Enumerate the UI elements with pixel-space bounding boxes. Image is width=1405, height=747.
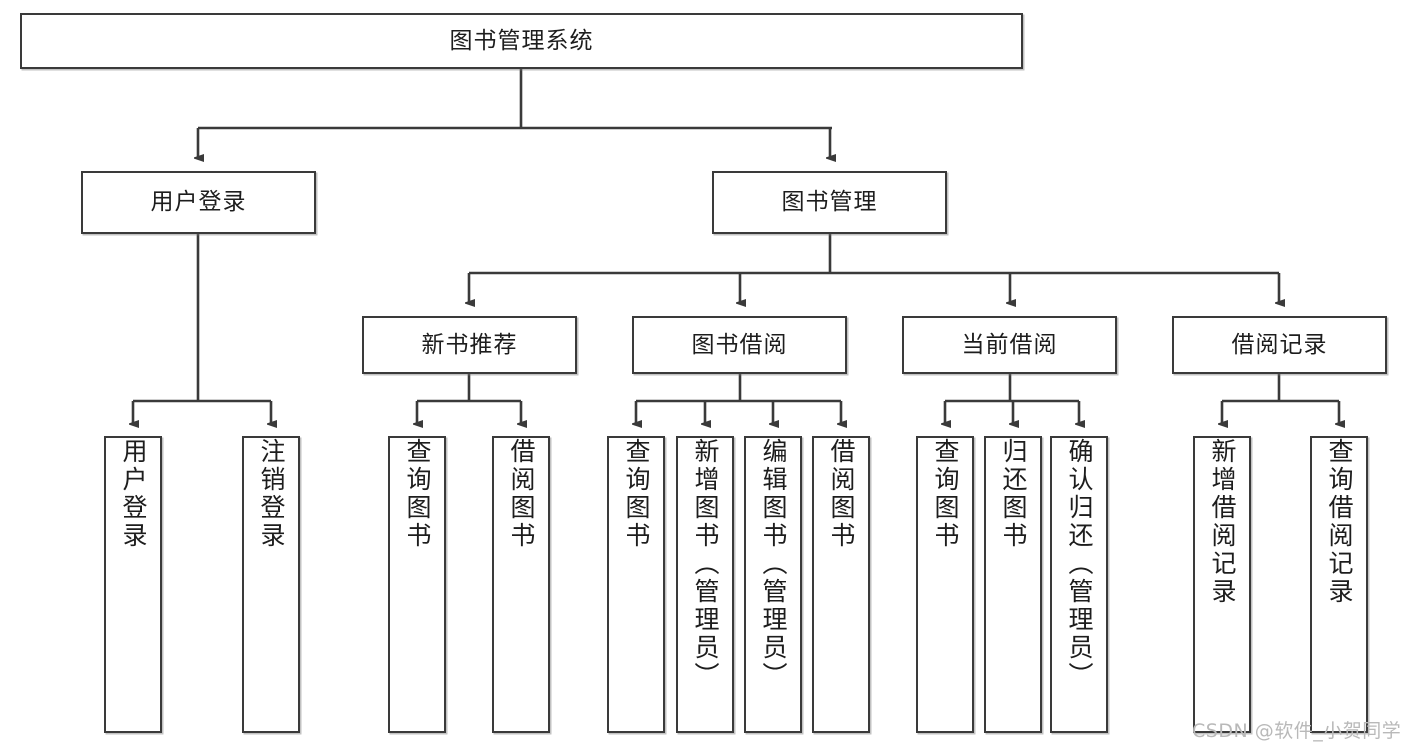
node-label: 查询借阅记录 <box>1325 438 1354 606</box>
node-label: 查询图书 <box>931 438 960 550</box>
node-label: 注销登录 <box>257 438 286 550</box>
node-label: 用户登录 <box>150 189 247 215</box>
node-label: 借阅记录 <box>1231 331 1328 358</box>
node-leaf-query-book-2[interactable]: 查询图书 <box>607 436 665 733</box>
node-label: 确认归还（管理员） <box>1065 438 1094 690</box>
node-label: 新增图书（管理员） <box>691 438 720 690</box>
node-label: 新书推荐 <box>421 331 518 358</box>
node-leaf-confirm-return[interactable]: 确认归还（管理员） <box>1050 436 1108 733</box>
node-borrow-record[interactable]: 借阅记录 <box>1172 316 1387 374</box>
watermark-text: CSDN @软件_小贺同学 <box>1192 720 1402 742</box>
node-leaf-query-book-3[interactable]: 查询图书 <box>916 436 974 733</box>
node-leaf-query-book-1[interactable]: 查询图书 <box>388 436 446 733</box>
node-leaf-add-book[interactable]: 新增图书（管理员） <box>676 436 734 733</box>
node-label: 编辑图书（管理员） <box>759 438 788 690</box>
node-label: 查询图书 <box>622 438 651 550</box>
node-leaf-logout-login[interactable]: 注销登录 <box>242 436 300 733</box>
node-label: 当前借阅 <box>961 331 1058 358</box>
node-book-management[interactable]: 图书管理 <box>712 171 947 234</box>
node-current-borrow[interactable]: 当前借阅 <box>902 316 1117 374</box>
node-leaf-borrow-book-1[interactable]: 借阅图书 <box>492 436 550 733</box>
node-leaf-add-record[interactable]: 新增借阅记录 <box>1193 436 1251 733</box>
node-new-book-recommend[interactable]: 新书推荐 <box>362 316 577 374</box>
node-book-management-system[interactable]: 图书管理系统 <box>20 13 1023 69</box>
node-book-borrow[interactable]: 图书借阅 <box>632 316 847 374</box>
node-label: 用户登录 <box>119 438 148 550</box>
node-label: 图书管理 <box>781 189 878 215</box>
node-user-login[interactable]: 用户登录 <box>81 171 316 234</box>
node-leaf-edit-book[interactable]: 编辑图书（管理员） <box>744 436 802 733</box>
node-label: 借阅图书 <box>507 438 536 550</box>
node-label: 图书管理系统 <box>449 27 594 54</box>
node-leaf-user-login[interactable]: 用户登录 <box>104 436 162 733</box>
node-label: 新增借阅记录 <box>1208 438 1237 606</box>
node-leaf-query-record[interactable]: 查询借阅记录 <box>1310 436 1368 733</box>
node-leaf-return-book[interactable]: 归还图书 <box>984 436 1042 733</box>
node-leaf-borrow-book-2[interactable]: 借阅图书 <box>812 436 870 733</box>
node-label: 借阅图书 <box>827 438 856 550</box>
node-label: 图书借阅 <box>691 331 788 358</box>
node-label: 查询图书 <box>403 438 432 550</box>
node-label: 归还图书 <box>999 438 1028 550</box>
